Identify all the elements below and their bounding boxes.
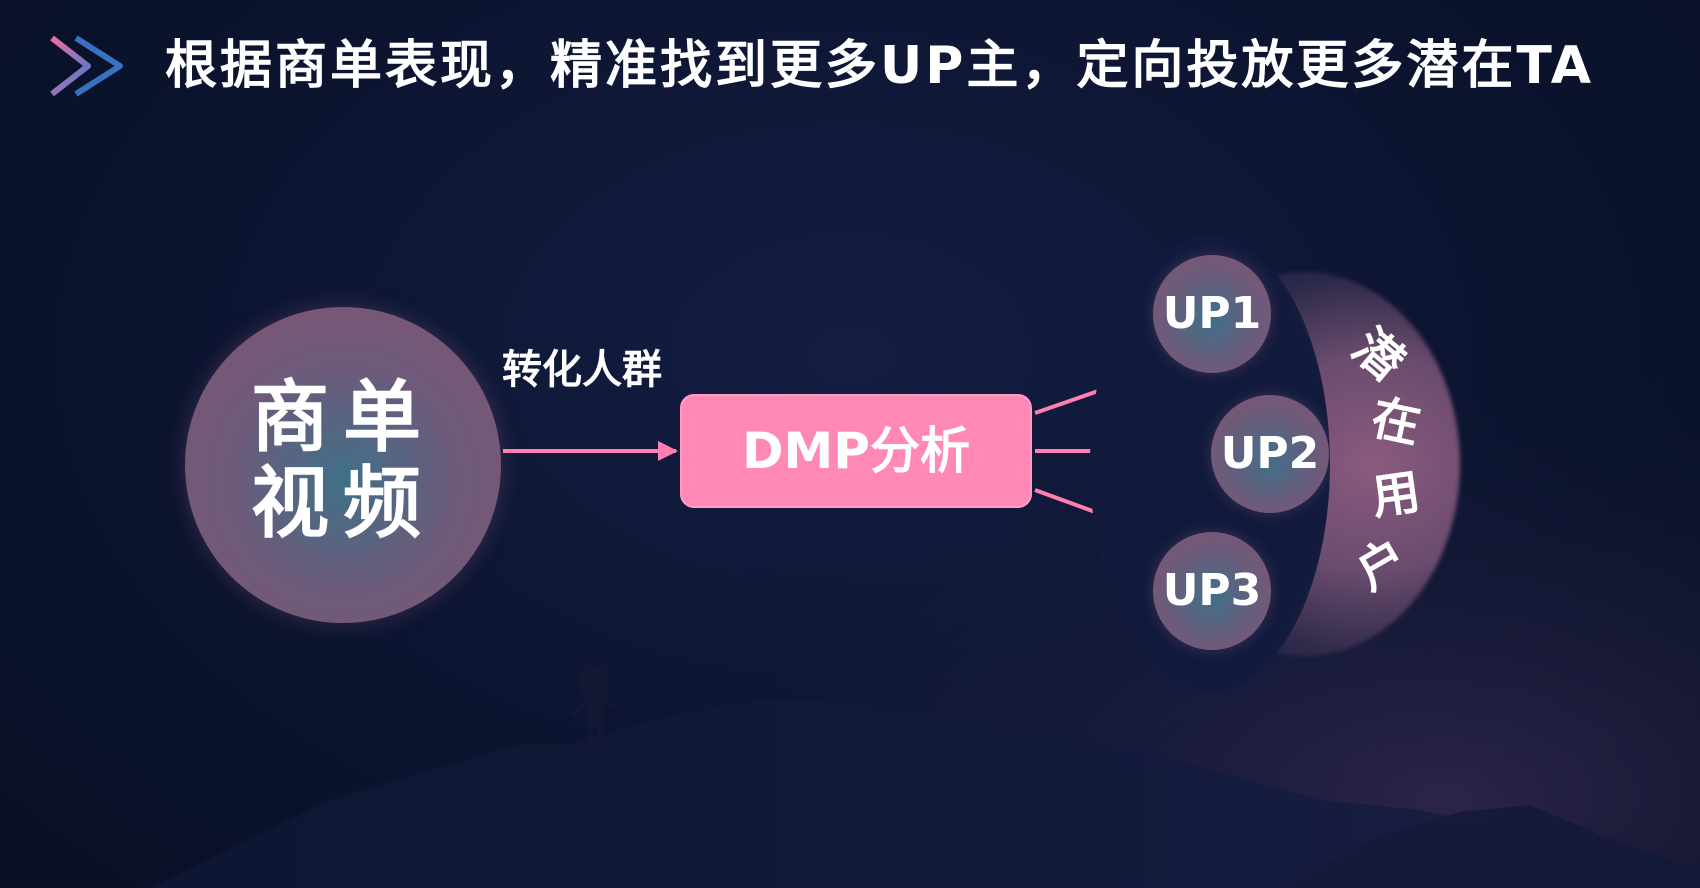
source-node-line-2: 视频 [250,459,435,549]
edge-label: 转化人群 [502,347,662,393]
up1-node-circle [1153,255,1271,373]
group-label-char-2: 在 [1366,389,1426,455]
up2-node-circle [1211,395,1329,513]
dmp-analysis-box [680,394,1032,508]
source-node-label: 商单 视频 [185,375,501,547]
up3-node-circle [1153,532,1271,650]
mascot-silhouette [569,657,620,746]
source-node-circle [185,307,501,623]
dmp-analysis-label: DMP分析 [742,422,970,480]
source-node-line-1: 商单 [250,373,435,463]
up1-node-label: UP1 [1162,288,1262,339]
group-label-char-3: 用 [1368,463,1424,527]
mountain-range [150,700,1700,888]
mountain-ridge-back [1280,805,1700,888]
up3-node-label: UP3 [1162,565,1262,616]
play-chevron-icon [50,35,123,97]
page-title: 根据商单表现，精准找到更多UP主，定向投放更多潜在TA [165,36,1595,96]
up2-node-label: UP2 [1220,428,1320,479]
